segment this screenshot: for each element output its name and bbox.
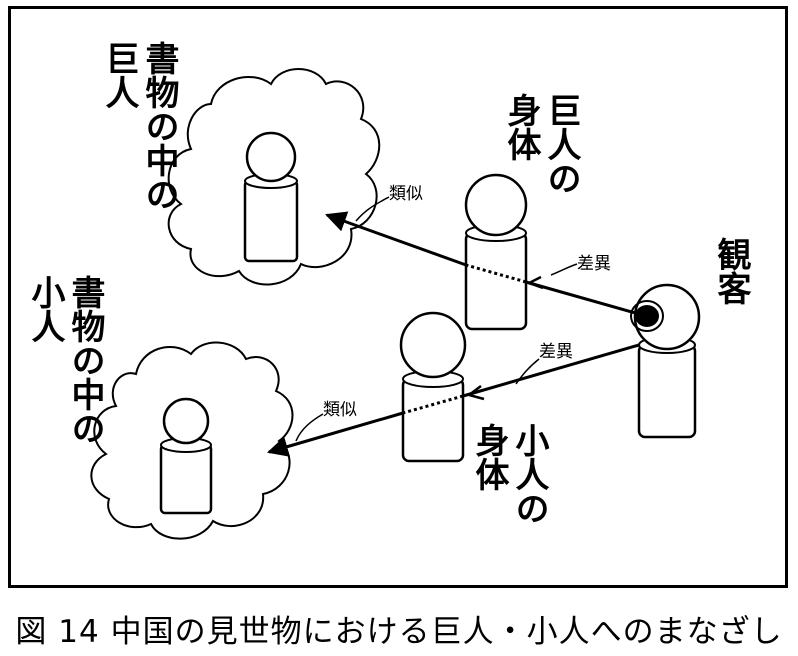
label-giant-body: 巨人の 身体 bbox=[501, 93, 581, 195]
arrow-top bbox=[325, 211, 640, 316]
person-in-book-dwarf bbox=[159, 397, 213, 515]
label-giant-body-line1: 巨人の bbox=[541, 93, 581, 195]
audience-eye bbox=[635, 305, 659, 327]
label-book-dwarf: 書物の中の 小人 bbox=[25, 275, 105, 445]
label-dwarf-body-line1: 小人の bbox=[509, 423, 549, 525]
label-giant-body-line2: 身体 bbox=[501, 93, 541, 161]
label-dwarf-body: 小人の 身体 bbox=[469, 423, 549, 525]
diagram-svg bbox=[90, 68, 701, 540]
figure-caption: 図 14 中国の見世物における巨人・小人へのまなざし bbox=[15, 614, 783, 650]
label-dwarf-body-line2: 身体 bbox=[469, 423, 509, 491]
label-book-giant: 書物の中の 巨人 bbox=[99, 41, 179, 211]
person-in-book-giant bbox=[243, 131, 299, 263]
giant-body-figure bbox=[464, 173, 528, 331]
leader-difference-top bbox=[550, 263, 578, 276]
label-book-giant-line1: 書物の中の bbox=[139, 41, 179, 211]
leader-difference-bottom bbox=[515, 358, 540, 385]
label-book-dwarf-line2: 小人 bbox=[25, 275, 65, 343]
dwarf-body-figure bbox=[399, 311, 467, 463]
label-difference-top: 差異 bbox=[577, 254, 611, 274]
leader-similarity-top bbox=[355, 196, 390, 222]
diagram-frame: 書物の中の 巨人 巨人の 身体 書物の中の 小人 小人の 身体 観客 類似 差異… bbox=[8, 6, 788, 588]
label-similarity-top: 類似 bbox=[389, 184, 423, 204]
arrow-bottom bbox=[266, 343, 640, 457]
label-similarity-bottom: 類似 bbox=[323, 400, 357, 420]
label-book-dwarf-line1: 書物の中の bbox=[65, 275, 105, 445]
audience-figure bbox=[630, 283, 701, 439]
label-difference-bottom: 差異 bbox=[539, 342, 573, 362]
leader-similarity-bottom bbox=[295, 413, 324, 442]
label-audience: 観客 bbox=[711, 237, 751, 305]
label-book-giant-line2: 巨人 bbox=[99, 41, 139, 109]
label-audience-text: 観客 bbox=[711, 237, 751, 305]
